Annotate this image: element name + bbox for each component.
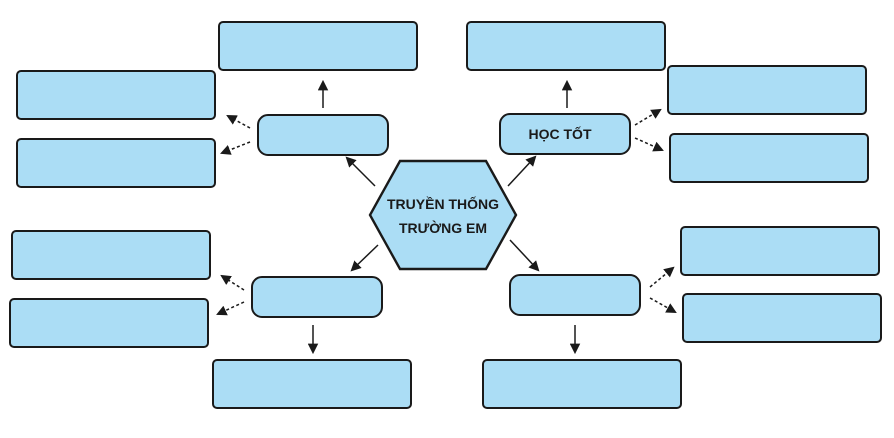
arrow-bottom-left-to-box2: [220, 274, 245, 291]
center-title-line2: TRƯỜNG EM: [399, 219, 487, 236]
answer-box-top-right-3[interactable]: [669, 133, 869, 183]
connector-center-bottom-right: [509, 239, 540, 272]
answer-box-top-right-1[interactable]: [466, 21, 666, 71]
answer-box-top-right-2[interactable]: [667, 65, 867, 115]
connector-center-bottom-left: [350, 244, 379, 272]
answer-box-bottom-right-2[interactable]: [682, 293, 882, 343]
branch-box-top-right[interactable]: [499, 113, 631, 155]
arrow-top-left-to-box2: [226, 114, 251, 129]
answer-box-bottom-right-1[interactable]: [680, 226, 880, 276]
answer-box-top-left-1[interactable]: [218, 21, 418, 71]
answer-box-bottom-left-2[interactable]: [9, 298, 209, 348]
branch-box-top-left[interactable]: [257, 114, 389, 156]
arrow-bottom-right-to-box3: [649, 297, 677, 314]
arrow-top-right-to-box2: [634, 108, 662, 126]
answer-box-bottom-left-3[interactable]: [212, 359, 412, 409]
answer-box-top-left-3[interactable]: [16, 138, 216, 188]
branch-box-bottom-left[interactable]: [251, 276, 383, 318]
branch-label-top-right: HỌC TỐT: [529, 125, 592, 142]
arrow-top-right-to-box3: [634, 137, 664, 152]
answer-box-bottom-right-3[interactable]: [482, 359, 682, 409]
center-title-line1: TRUYỀN THỐNG: [387, 195, 499, 212]
branch-box-bottom-right[interactable]: [509, 274, 641, 316]
connector-center-top-right: [507, 155, 537, 187]
connector-center-top-left: [345, 156, 376, 187]
arrow-bottom-left-to-box3: [216, 301, 245, 316]
arrow-top-left-to-box3: [220, 141, 251, 155]
center-hexagon: [368, 159, 518, 271]
arrow-bottom-right-to-box2: [649, 266, 675, 288]
answer-box-bottom-left-1[interactable]: [11, 230, 211, 280]
answer-box-top-left-2[interactable]: [16, 70, 216, 120]
